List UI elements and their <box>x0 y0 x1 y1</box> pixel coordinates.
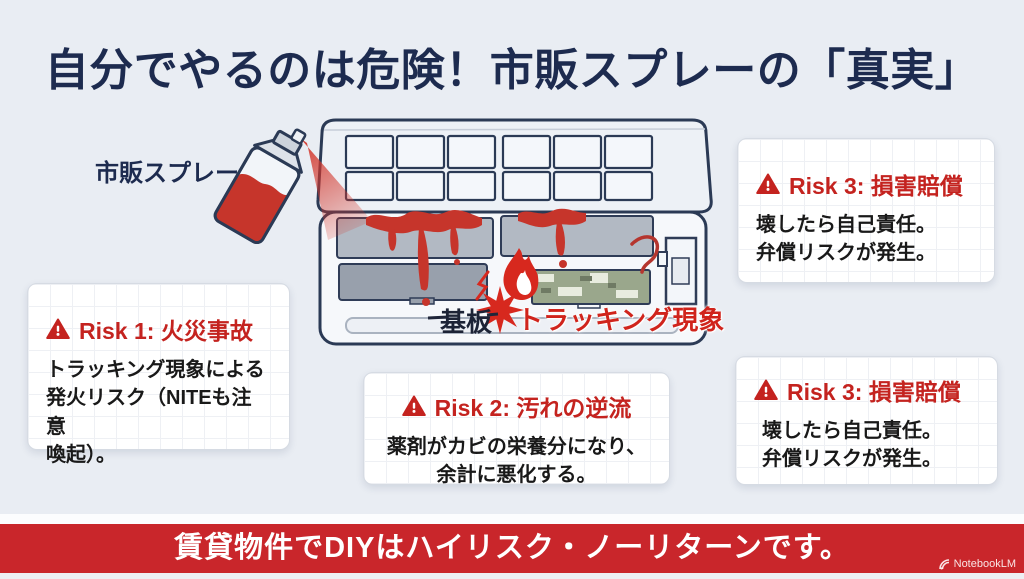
risk-card-3-bottom: Risk 3: 損害賠償 壊したら自己責任。 弁償リスクが発生。 <box>735 356 998 485</box>
risk-card-3-bottom-title: Risk 3: 損害賠償 <box>754 373 979 407</box>
risk-card-3-top-body: 壊したら自己責任。 弁償リスクが発生。 <box>756 214 936 265</box>
flame-icon <box>503 248 539 300</box>
spray-can-label: 市販スプレー <box>95 160 239 187</box>
ac-open-lid <box>316 118 713 214</box>
risk-card-2-body: 薬剤がカビの栄養分になり、 余計に悪化する。 <box>386 436 647 487</box>
risk-card-1-body: トラッキング現象による 発火リスク（NITEも注意 喚起）。 <box>46 359 265 467</box>
lower-slat <box>338 263 488 301</box>
risk-card-1-title: Risk 1: 火災事故 <box>46 312 271 346</box>
risk-card-2: Risk 2: 汚れの逆流 薬剤がカビの栄養分になり、 余計に悪化する。 <box>363 372 670 486</box>
tracking-phenomenon-label: トラッキング現象 <box>517 305 725 335</box>
warning-icon <box>401 394 426 418</box>
risk-card-3-bottom-title-text: Risk 3: 損害賠償 <box>787 379 961 405</box>
banner-text: 賃貸物件でDIYはハイリスク・ノーリターンです。 <box>174 532 850 564</box>
warning-icon <box>756 172 780 196</box>
ac-illustration <box>60 106 720 354</box>
risk-card-1: Risk 1: 火災事故 トラッキング現象による 発火リスク（NITEも注意 喚… <box>27 283 290 466</box>
risk-card-3-bottom-body: 壊したら自己責任。 弁償リスクが発生。 <box>762 420 942 471</box>
filter-grid <box>344 134 654 202</box>
control-box <box>657 236 698 306</box>
banner-bottom-strip <box>0 573 1024 579</box>
air-outlet <box>345 317 679 334</box>
red-drips <box>366 208 586 306</box>
bottom-banner: 賃貸物件でDIYはハイリスク・ノーリターンです。 NotebookLM <box>0 524 1024 573</box>
spark-burst-icon <box>476 286 524 334</box>
spray-cone <box>300 138 372 240</box>
board-label-leader2 <box>486 312 499 317</box>
warning-icon <box>754 378 778 402</box>
risk-card-1-title-text: Risk 1: 火災事故 <box>79 318 253 344</box>
banner-top-strip <box>0 514 1024 524</box>
watermark: NotebookLM <box>938 558 1016 570</box>
slide-title: 自分でやるのは危険！市販スプレーの「真実」 <box>44 46 980 95</box>
spray-can <box>212 128 307 246</box>
red-wire <box>630 235 660 274</box>
risk-card-3-top: Risk 3: 損害賠償 壊したら自己責任。 弁償リスクが発生。 <box>737 138 995 283</box>
risk-card-2-title: Risk 2: 汚れの逆流 <box>382 389 651 423</box>
notebooklm-logo-icon <box>938 558 950 570</box>
board-label-leader <box>427 315 449 320</box>
spark-crack-icon <box>475 270 490 301</box>
warning-icon <box>46 317 70 341</box>
ac-illustration-svg <box>212 118 713 346</box>
risk-card-3-top-title: Risk 3: 損害賠償 <box>756 167 976 201</box>
circuit-board <box>531 269 651 305</box>
circuit-board-label: 基板 <box>440 307 493 337</box>
risk-card-3-top-title-text: Risk 3: 損害賠償 <box>789 173 963 199</box>
watermark-text: NotebookLM <box>953 558 1016 570</box>
risk-card-2-title-text: Risk 2: 汚れの逆流 <box>434 395 632 421</box>
